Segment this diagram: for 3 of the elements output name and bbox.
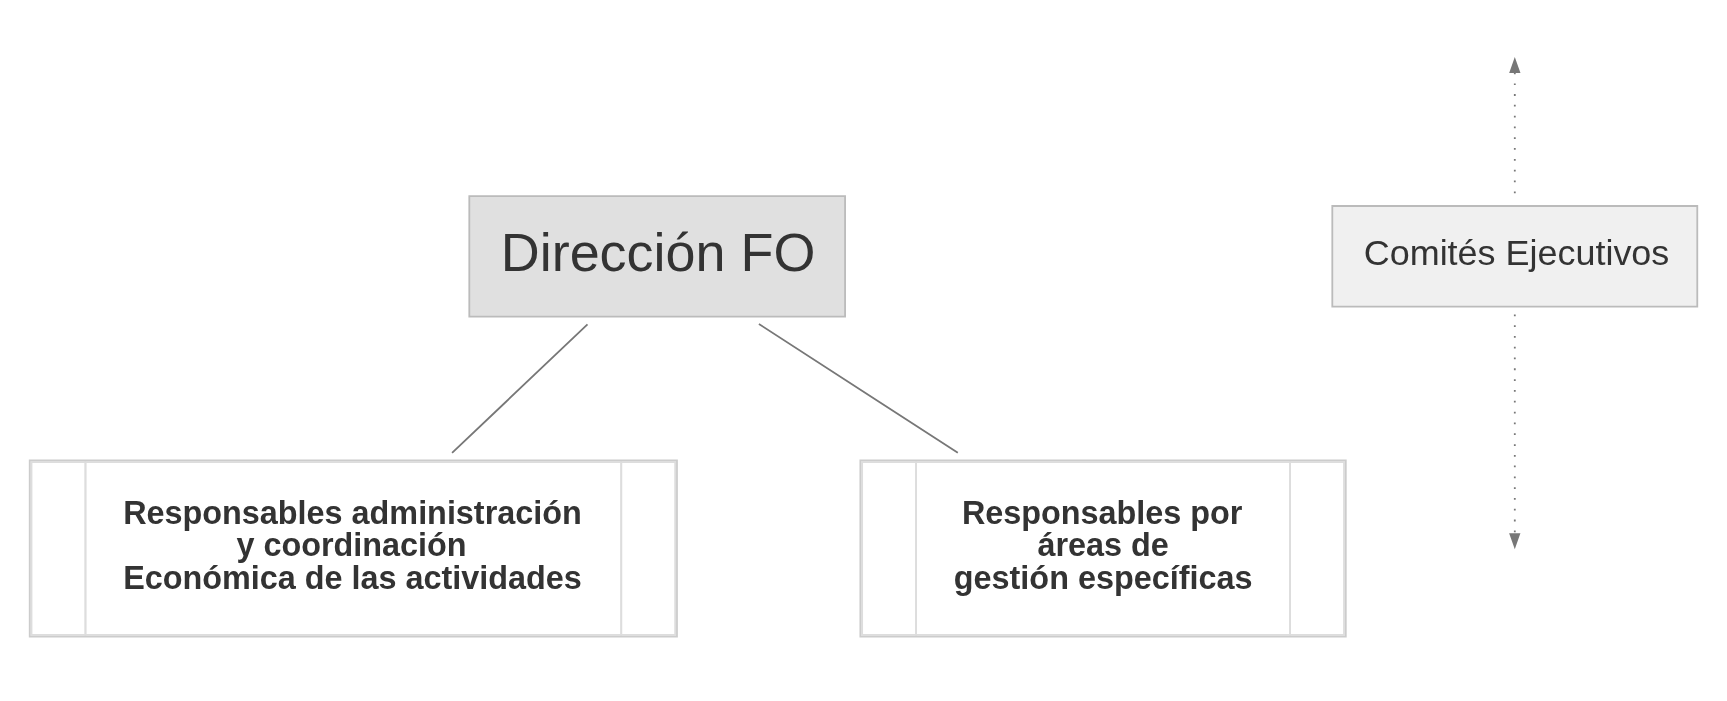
connector	[451, 322, 589, 454]
arrow	[1509, 313, 1521, 549]
connector	[758, 322, 959, 454]
